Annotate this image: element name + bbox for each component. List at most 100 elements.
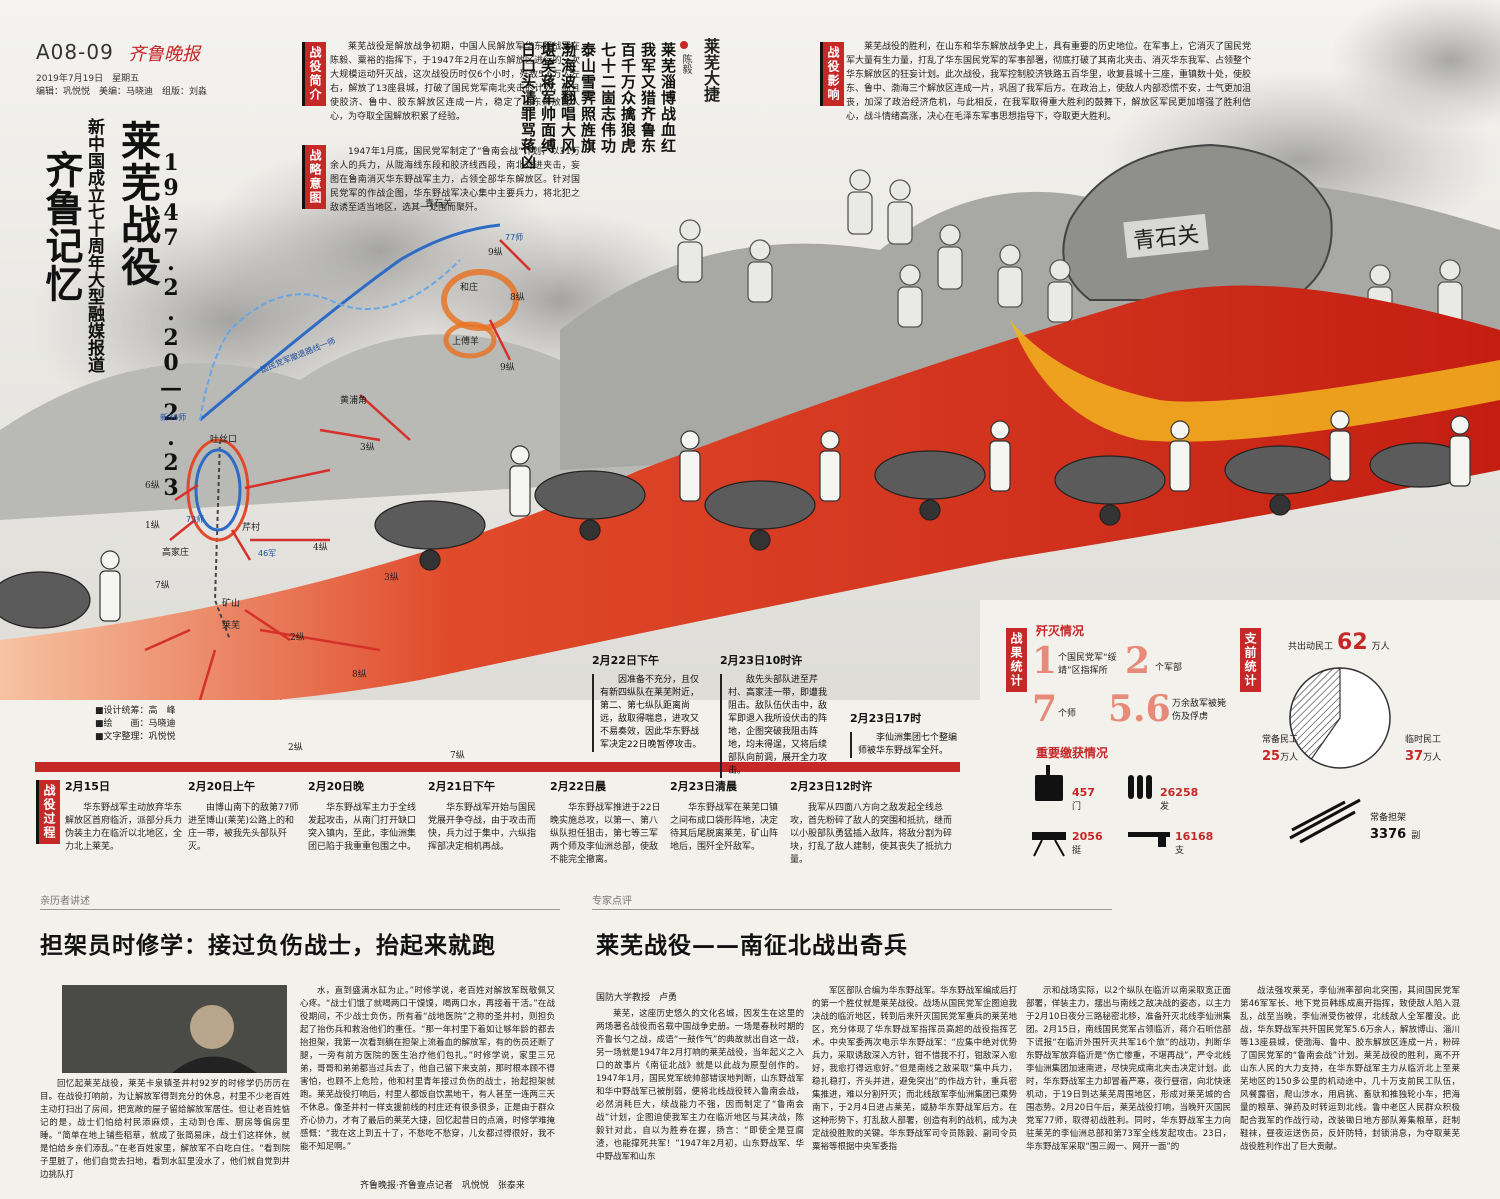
timeline-entry: 2月23日12时许 我军从四面八方向之敌发起全线总攻，首先粉碎了敌人的突围和抵抗… bbox=[790, 780, 953, 865]
machine-gun-icon bbox=[1032, 832, 1066, 857]
impact-text: 莱芜战役的胜利，在山东和华东解放战争史上，具有重要的历史地位。在军事上，它消灭了… bbox=[846, 42, 1252, 122]
map-unit: 2纵 bbox=[288, 743, 303, 753]
timeline-label: 战役过程 bbox=[36, 780, 60, 844]
poem-line: 我军又猎齐鲁东 bbox=[639, 42, 657, 154]
right-article-col3: 示和战场实际，以2个纵队在临沂以南采取宽正面部署，佯装主力，摆出与南线之敌决战的… bbox=[1026, 986, 1231, 1152]
cannon-icon bbox=[1035, 765, 1063, 801]
map-place: 矿山 bbox=[222, 599, 241, 609]
strategy-text: 1947年1月底，国民党军制定了“鲁南会战”计划，以31万余人的兵力，从陇海线东… bbox=[330, 147, 580, 213]
issue-editors: 编辑：巩悦悦 美编：马晓迪 组版：刘淼 bbox=[36, 87, 208, 97]
map-unit: 7纵 bbox=[155, 581, 170, 591]
newspaper-name: 齐鲁晚报 bbox=[128, 44, 200, 65]
map-place: 青石关 bbox=[425, 199, 453, 209]
map-unit: 8纵 bbox=[352, 670, 367, 680]
support-stretcher: 常备担架 3376 副 bbox=[1370, 813, 1421, 842]
map-place: 上傅羊 bbox=[452, 337, 480, 347]
timeline-top-entry: 2月23日17时 李仙洲集团七个整编师被华东野战军全歼。 bbox=[850, 710, 965, 758]
left-kicker: 亲历者讲述 bbox=[40, 892, 560, 910]
poem-line: 日口头请罪骂蒋凶 bbox=[519, 42, 537, 170]
timeline-top-entry: 2月22日下午 因准备不充分，且仅有新四纵队在莱芜附近，第二、第七纵队距离尚远，… bbox=[592, 652, 704, 752]
timeline-entry: 2月21日下午 华东野战军开始与国民党展开争夺战，由于攻击而快，兵力过于集中，六… bbox=[428, 780, 537, 852]
series-subtitle: 新中国成立七十周年大型融媒报道 bbox=[84, 118, 104, 373]
battle-illustration bbox=[0, 0, 1500, 870]
timeline-entry: 2月20日上午 由博山南下的敌第77师进至博山(莱芜)公路上的和庄一带，被我先头… bbox=[188, 780, 299, 852]
credit-text: ■文字整理：巩悦悦 bbox=[95, 732, 176, 742]
poem-body-2: 泰山雪霁照旌旗 渤海波翻唱大风 堪笑蒋军帅面缚 日口头请罪骂蒋凶 bbox=[510, 42, 597, 222]
timeline-entry: 2月23日清晨 华东野战军在莱芜口镇之间布成口袋形阵地，决定待其后尾脱离莱芜，矿… bbox=[670, 780, 779, 852]
title-dates: 1947.2.20—2.23 bbox=[158, 150, 184, 500]
map-unit: 1纵 bbox=[145, 521, 160, 531]
map-place: 莱芜 bbox=[222, 621, 241, 631]
map-place: 高家庄 bbox=[162, 548, 190, 558]
map-unit: 3纵 bbox=[384, 573, 399, 583]
strategy-label: 战略意图 bbox=[302, 145, 326, 209]
poem-marker bbox=[680, 41, 688, 49]
main-title: 莱芜战役 bbox=[114, 120, 161, 288]
seized-title: 重要缴获情况 bbox=[1036, 746, 1109, 760]
issue-meta: 2019年7月19日 星期五 编辑：巩悦悦 美编：马晓迪 组版：刘淼 bbox=[36, 73, 207, 99]
right-article-col1: 莱芜，这座历史悠久的文化名城，因发生在这里的两场著名战役而名载中国战争史册。一场… bbox=[596, 1009, 804, 1162]
right-article-col2: 军区部队合编为华东野战军。华东野战军编成后打的第一个胜仗就是莱芜战役。战场从国民… bbox=[812, 986, 1017, 1152]
left-article-col2: 水，直到盛满水缸为止。”时修学说，老百姓对解放军既敬佩又心疼。“战士们饿了就喝两… bbox=[300, 986, 555, 1152]
right-kicker: 专家点评 bbox=[592, 892, 1112, 910]
credit-design: ■设计统筹：高 峰 bbox=[95, 706, 176, 716]
map-unit: 9纵 bbox=[488, 248, 503, 258]
timeline-entry: 2月15日 华东野战军主动放弃华东解放区首府临沂，派部分兵力伪装主力在临沂以北地… bbox=[65, 780, 183, 852]
page-number: A08-09 bbox=[36, 40, 114, 64]
army-number: 2 bbox=[1125, 640, 1151, 682]
right-headline: 莱芜战役——南征北战出奇兵 bbox=[596, 933, 908, 959]
support-pie-regular-slice bbox=[1289, 667, 1341, 760]
seized-machine-guns: 2056 挺 bbox=[1072, 830, 1103, 856]
calligraphy-logo: 齐鲁记忆 bbox=[39, 150, 84, 302]
map-division: 46军 bbox=[258, 549, 277, 558]
division-unit: 个师 bbox=[1058, 709, 1077, 719]
timeline-top-entry: 2月23日10时许 敌先头部队进至芹村、高家洼一带，即遭我阻击。敌队伍伏击中，敌… bbox=[720, 652, 830, 778]
support-regular: 常备民工 25万人 bbox=[1262, 735, 1299, 764]
left-article-col1: 回忆起莱芜战役，莱芜卡泉镇圣井村92岁的时修学仍历历在目。在战役打响前，为让解放… bbox=[40, 1079, 290, 1180]
timeline-entry: 2月22日晨 华东野战军推进于22日晚实施总攻，以第一、第八纵队担任狙击，第七等… bbox=[550, 780, 661, 865]
map-unit: 9纵 bbox=[500, 363, 515, 373]
left-headline: 担架员时修学：接过负伤战士，抬起来就跑 bbox=[40, 933, 496, 959]
map-division: 新36师 bbox=[160, 413, 187, 422]
support-temporary: 临时民工 37万人 bbox=[1405, 735, 1442, 764]
support-total: 共出动民工 62 万人 bbox=[1288, 630, 1390, 655]
enemy-unit: 万余敌军被毙伤及俘虏 bbox=[1172, 699, 1227, 722]
poem-line: 泰山雪霁照旌旗 bbox=[579, 42, 597, 154]
annihilation-title: 歼灭情况 bbox=[1036, 624, 1085, 638]
credit-art: ■绘 画：马晓迪 bbox=[95, 719, 176, 729]
poem-line: 百千万众擒狼虎 bbox=[619, 42, 637, 154]
credits: ■设计统筹：高 峰 ■绘 画：马晓迪 ■文字整理：巩悦悦 bbox=[95, 705, 176, 744]
shell-icon bbox=[1128, 775, 1152, 799]
rifle-icon bbox=[1128, 832, 1170, 847]
poem-line: 莱芜淄博战血红 bbox=[659, 42, 677, 154]
hq-number: 1 bbox=[1032, 640, 1058, 682]
map-unit: 3纵 bbox=[360, 443, 375, 453]
hq-unit: 个国民党军“绥靖”区指挥所 bbox=[1058, 653, 1117, 676]
poem-author: 陈毅 bbox=[680, 54, 691, 74]
right-author: 国防大学教授 卢勇 bbox=[596, 993, 678, 1003]
map-division: 73师 bbox=[186, 515, 205, 524]
map-unit: 4纵 bbox=[313, 543, 328, 553]
army-unit: 个军部 bbox=[1155, 663, 1183, 673]
support-label: 支前统计 bbox=[1240, 628, 1261, 692]
map-division: 77师 bbox=[505, 233, 524, 242]
division-number: 7 bbox=[1032, 688, 1058, 730]
impact-label: 战役影响 bbox=[820, 42, 844, 106]
enemy-number: 5.6 bbox=[1108, 688, 1171, 730]
map-unit: 7纵 bbox=[450, 751, 465, 761]
timeline-entry: 2月20日晚 华东野战军主力于全线发起攻击，从南门打开缺口突入镇内，至此，李仙洲… bbox=[308, 780, 417, 852]
map-unit: 2纵 bbox=[290, 633, 305, 643]
poem-body: 莱芜淄博战血红 我军又猎齐鲁东 百千万众擒狼虎 七十二崮志伟功 bbox=[590, 42, 677, 222]
results-label: 战果统计 bbox=[1006, 628, 1027, 692]
intro-text: 莱芜战役是解放战争初期，中国人民解放军华东野战军在陈毅、粟裕的指挥下，于1947… bbox=[330, 42, 580, 122]
map-unit: 8纵 bbox=[510, 293, 525, 303]
map-place: 和庄 bbox=[460, 283, 479, 293]
seized-cannon: 457 门 bbox=[1072, 786, 1095, 812]
witness-photo bbox=[62, 985, 287, 1073]
poem-line: 堪笑蒋军帅面缚 bbox=[539, 42, 557, 154]
issue-date: 2019年7月19日 星期五 bbox=[36, 74, 140, 84]
left-byline: 齐鲁晚报·齐鲁壹点记者 巩悦悦 张泰来 bbox=[360, 1181, 525, 1191]
seized-shells: 26258 发 bbox=[1160, 786, 1199, 812]
poem-line: 渤海波翻唱大风 bbox=[559, 42, 577, 154]
map-place: 吐丝口 bbox=[210, 435, 238, 445]
